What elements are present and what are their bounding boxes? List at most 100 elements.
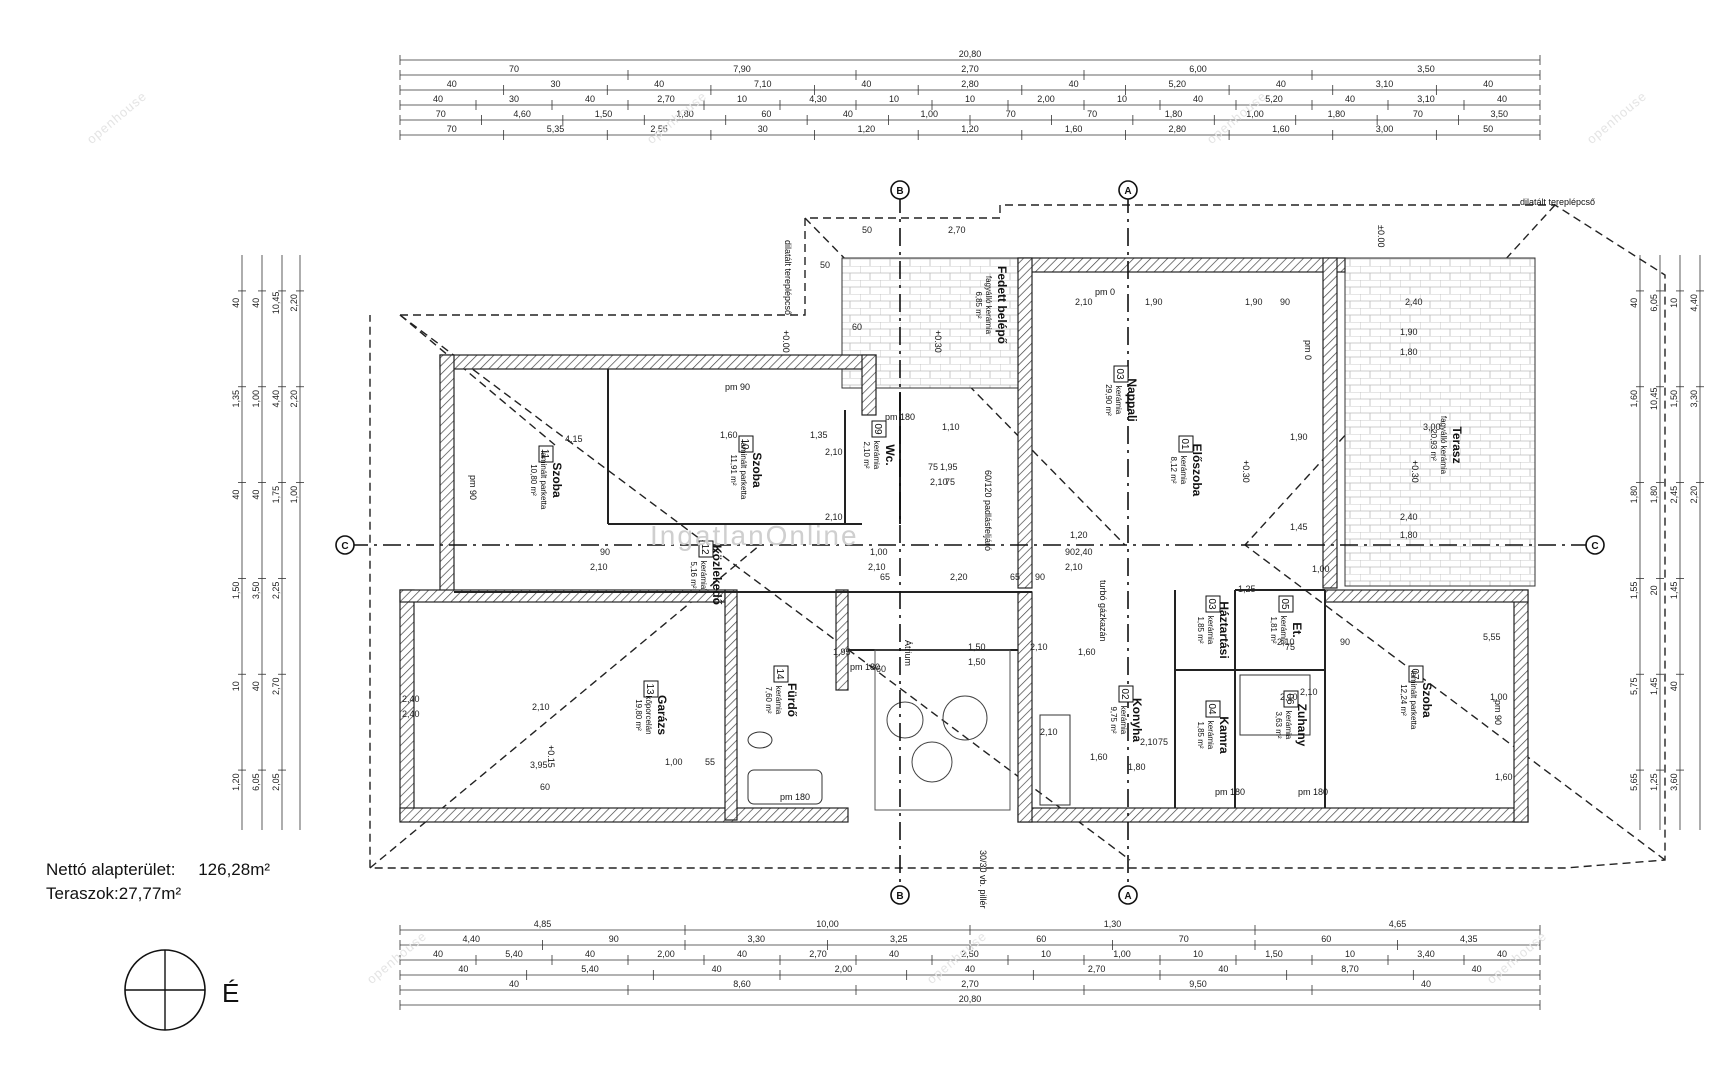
dimension-value: 70: [447, 124, 457, 134]
dimension-value: 1,80: [1649, 486, 1659, 504]
inner-dimension-value: 1,00: [1490, 692, 1508, 702]
inner-dimension-value: 4,15: [565, 434, 583, 444]
room-area: 29,90 m²: [1104, 384, 1113, 416]
room-number-box: [1118, 685, 1134, 703]
dimension-value: 5,20: [1265, 94, 1283, 104]
dimension-value: 3,10: [1376, 79, 1394, 89]
left-dimension-chains: 401,35401,50101,20401,00403,50406,0510,4…: [231, 255, 304, 830]
room-number: 14: [774, 668, 785, 680]
annotation-pillar: 30/30 vb. pillér: [978, 850, 988, 909]
annotation-pm180a: pm 180: [885, 412, 915, 422]
dimension-value: 1,00: [289, 486, 299, 504]
dimension-value: 40: [433, 949, 443, 959]
dimension-value: 1,00: [1246, 109, 1264, 119]
inner-dimension-value: 2,10: [930, 477, 948, 487]
inner-dimension-value: 65: [880, 572, 890, 582]
dimension-value: 1,80: [1165, 109, 1183, 119]
dimension-value: 5,35: [547, 124, 565, 134]
inner-dimension-value: 1,95: [940, 462, 958, 472]
inner-dimension-value: 60: [540, 782, 550, 792]
inner-dimension-value: 2,10: [1040, 727, 1058, 737]
dimension-value: 2,50: [961, 949, 979, 959]
inner-dimension-value: 3,95: [530, 760, 548, 770]
dimension-value: 2,70: [1088, 964, 1106, 974]
dimension-value: 2,70: [961, 979, 979, 989]
inner-dimension-value: 2,10: [1277, 637, 1295, 647]
dimension-value: 40: [843, 109, 853, 119]
axis-bubble: [1585, 535, 1605, 555]
axis-letter: A: [1124, 186, 1131, 197]
room-finish: kerámia: [1206, 616, 1215, 645]
inner-dimension-value: 2,20: [950, 572, 968, 582]
inner-dimension-value: 2,10: [868, 562, 886, 572]
room-finish: fagyálló kerámia: [1439, 416, 1448, 475]
dimension-value: 6,00: [1189, 64, 1207, 74]
inner-dimension-value: 1,60: [1495, 772, 1513, 782]
room-number: 13: [644, 683, 655, 695]
dimension-value: 40: [1483, 79, 1493, 89]
dimension-value: 1,45: [1649, 677, 1659, 695]
dimension-value: 2,00: [657, 949, 675, 959]
interior-walls: [454, 369, 1326, 808]
inner-dimension-value: 75: [1158, 737, 1168, 747]
room-finish: laminált parketta: [539, 451, 548, 510]
room-finish: kerámia: [1279, 616, 1288, 645]
annotation-pm90a: pm 90: [725, 382, 750, 392]
dimension-value: 70: [509, 64, 519, 74]
dimension-value: 3,50: [1417, 64, 1435, 74]
inner-dimension-value: 1,80: [1400, 347, 1418, 357]
axis-letter: B: [896, 186, 903, 197]
dimension-value: 40: [585, 949, 595, 959]
dimension-value: 2,20: [1689, 486, 1699, 504]
dimension-value: 3,30: [747, 934, 765, 944]
room-number-box: [538, 445, 554, 463]
dimension-value: 4,60: [513, 109, 531, 119]
inner-dimension-value: 1,60: [1090, 752, 1108, 762]
axis-bubble: [890, 885, 910, 905]
inner-dimension-value: 2,10: [590, 562, 608, 572]
inner-dimension-value: 2,10: [1140, 737, 1158, 747]
dimension-value: 1,50: [1669, 390, 1679, 408]
room-number: 12: [699, 543, 710, 555]
dimension-value: 4,30: [809, 94, 827, 104]
inner-dimension-value: 3,00: [1423, 422, 1441, 432]
room-name: Zuhany: [1295, 704, 1309, 747]
dimension-value: 60: [761, 109, 771, 119]
room-area: 1,85 m²: [1196, 721, 1205, 748]
annotation-pm90c: pm 90: [1493, 700, 1503, 725]
room-area: 1,81 m²: [1269, 616, 1278, 643]
dimension-value: 3,10: [1417, 94, 1435, 104]
dimension-value: 2,20: [289, 390, 299, 408]
dimension-value: 40: [712, 964, 722, 974]
atrium: [874, 649, 1011, 811]
dimension-value: 10: [737, 94, 747, 104]
dimension-value: 10: [1193, 949, 1203, 959]
inner-dimension-value: 2,40: [402, 694, 420, 704]
room-finish: kerámia: [774, 686, 783, 715]
room-area: 19,80 m²: [634, 699, 643, 731]
room-name: Fedett belépő: [995, 266, 1009, 344]
annotation-stair-right: dilatált tereplépcső: [1520, 197, 1595, 207]
dimension-value: 3,40: [1417, 949, 1435, 959]
dimension-value: 10: [965, 94, 975, 104]
shower-tray: [1239, 674, 1311, 736]
inner-dimension-value: 2,10: [532, 702, 550, 712]
dimension-value: 8,70: [1341, 964, 1359, 974]
dimension-value: 40: [447, 79, 457, 89]
inner-dimension-value: 75: [928, 462, 938, 472]
inner-dimension-value: 1,35: [810, 430, 828, 440]
inner-dimension-value: 1,50: [968, 657, 986, 667]
room-name: Fürdő: [785, 683, 799, 717]
room-name: Nappali: [1125, 378, 1139, 421]
dimension-value: 40: [654, 79, 664, 89]
inner-dimension-value: 1,90: [1145, 297, 1163, 307]
inner-dimension-value: 2,10: [1075, 297, 1093, 307]
dimension-value: 1,80: [1629, 486, 1639, 504]
dimension-value: 2,25: [271, 582, 281, 600]
